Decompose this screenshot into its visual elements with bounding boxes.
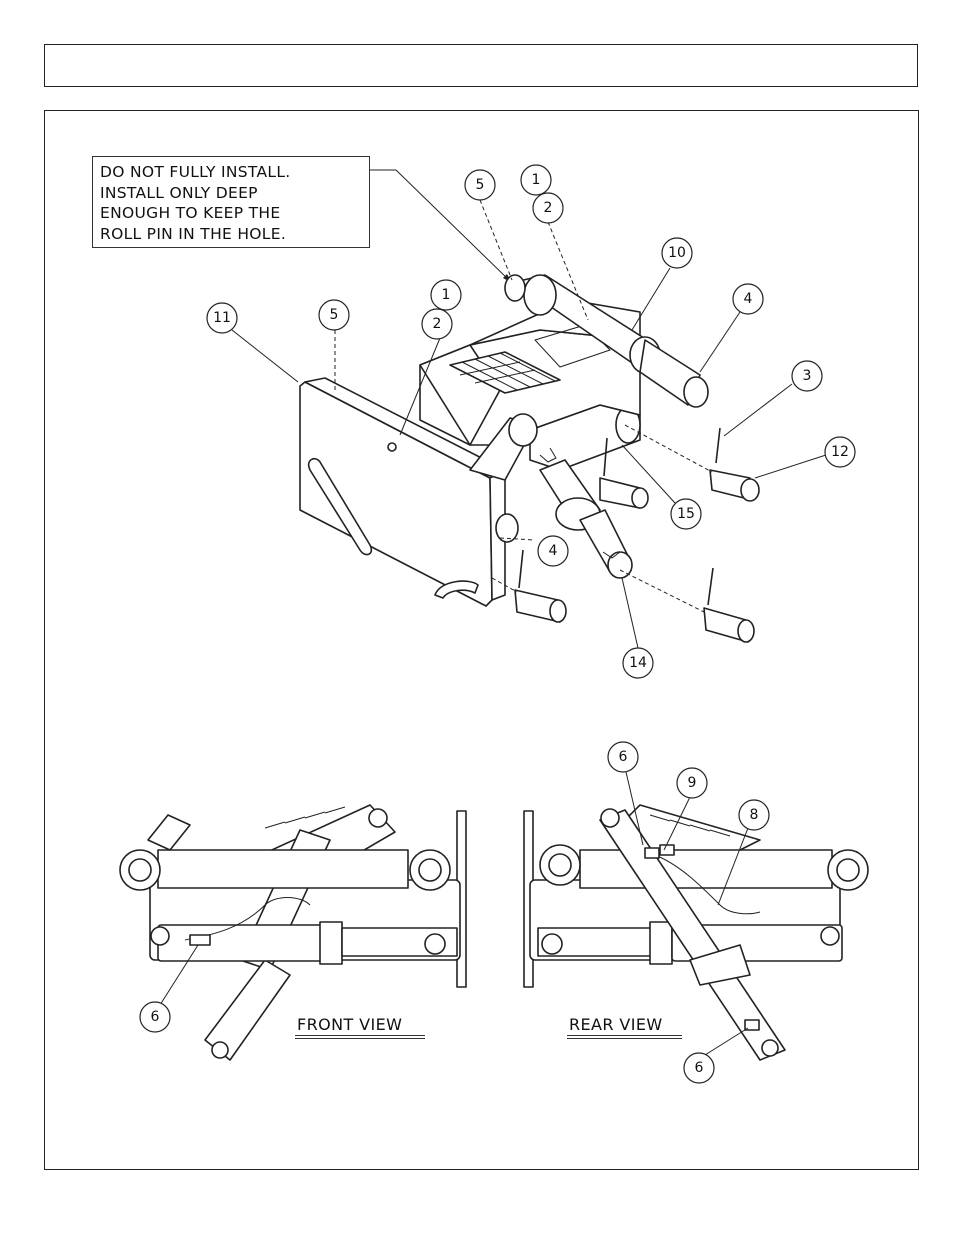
front-view-label: FRONT VIEW — [297, 1015, 402, 1034]
svg-text:1: 1 — [442, 287, 451, 303]
svg-text:10: 10 — [668, 245, 686, 261]
svg-text:9: 9 — [688, 775, 697, 791]
svg-text:6: 6 — [695, 1060, 704, 1076]
callout-15: 15 — [671, 499, 701, 529]
note-line-1: DO NOT FULLY INSTALL. — [100, 162, 369, 183]
callout-5-mid: 5 — [319, 300, 349, 330]
callout-8: 8 — [739, 800, 769, 830]
svg-text:15: 15 — [677, 506, 695, 522]
callout-6-front: 6 — [140, 1002, 170, 1032]
svg-text:4: 4 — [744, 291, 753, 307]
callout-2-top: 2 — [533, 193, 563, 223]
svg-text:1: 1 — [532, 172, 541, 188]
rear-view-text: REAR VIEW — [569, 1015, 663, 1034]
callout-9: 9 — [677, 768, 707, 798]
note-line-2: INSTALL ONLY DEEP — [100, 183, 369, 204]
rear-view-label: REAR VIEW — [569, 1015, 663, 1034]
svg-text:2: 2 — [433, 316, 442, 332]
callout-2-mid: 2 — [422, 309, 452, 339]
svg-text:5: 5 — [476, 177, 485, 193]
callout-6-rear-bottom: 6 — [684, 1053, 714, 1083]
callout-12: 12 — [825, 437, 855, 467]
svg-text:8: 8 — [750, 807, 759, 823]
svg-text:5: 5 — [330, 307, 339, 323]
callout-14: 14 — [623, 648, 653, 678]
pin-3-12 — [710, 428, 759, 501]
callout-6-rear-top: 6 — [608, 742, 638, 772]
isometric-assembly — [232, 200, 826, 648]
svg-text:12: 12 — [831, 444, 849, 460]
svg-text:6: 6 — [151, 1009, 160, 1025]
callout-1-top: 1 — [521, 165, 551, 195]
note-line-4: ROLL PIN IN THE HOLE. — [100, 224, 369, 245]
callout-4-lower: 4 — [538, 536, 568, 566]
front-view-drawing — [120, 805, 466, 1060]
callout-10: 10 — [662, 238, 692, 268]
svg-text:11: 11 — [213, 310, 231, 326]
callout-1-mid: 1 — [431, 280, 461, 310]
callout-5-top: 5 — [465, 170, 495, 200]
svg-text:3: 3 — [803, 368, 812, 384]
note-line-3: ENOUGH TO KEEP THE — [100, 203, 369, 224]
callout-11: 11 — [207, 303, 237, 333]
svg-text:4: 4 — [549, 543, 558, 559]
callout-4-upper: 4 — [733, 284, 763, 314]
svg-text:2: 2 — [544, 200, 553, 216]
svg-text:14: 14 — [629, 655, 647, 671]
callout-3: 3 — [792, 361, 822, 391]
pin-lower-right — [704, 568, 754, 642]
pin-4-upper — [640, 340, 708, 407]
front-view-text: FRONT VIEW — [297, 1015, 402, 1034]
install-note-box: DO NOT FULLY INSTALL. INSTALL ONLY DEEP … — [92, 156, 370, 248]
svg-text:6: 6 — [619, 749, 628, 765]
